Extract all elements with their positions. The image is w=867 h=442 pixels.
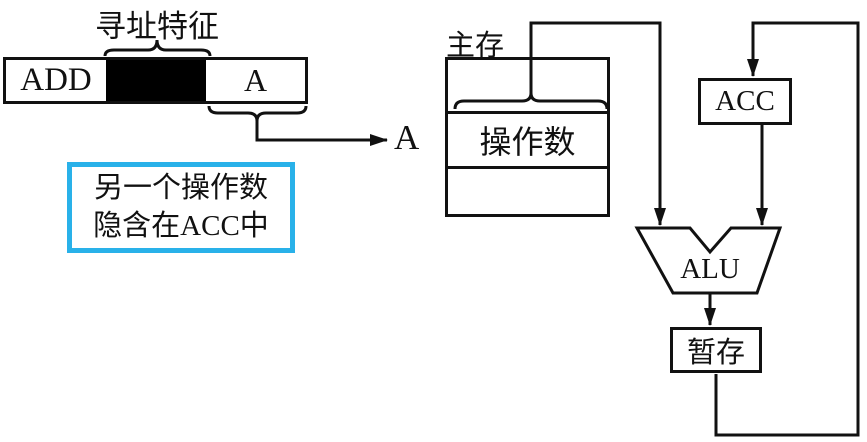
memory-to-alu-arrow (529, 21, 666, 226)
effective-address-label: A (394, 118, 420, 157)
note-line-1: 另一个操作数 (93, 172, 268, 204)
temp-to-acc-loop-arrow (714, 21, 860, 437)
address-field-brace (207, 105, 308, 122)
address-field: A (243, 62, 268, 98)
main-memory-box: 操作数 (445, 57, 610, 217)
memory-cell-operand: 操作数 (448, 114, 607, 169)
memory-operand-brace (453, 92, 609, 110)
addressing-feature-brace (103, 39, 212, 57)
main-memory-label: 主存 (446, 30, 505, 62)
addressing-mode-field (106, 60, 206, 101)
temp-register-box: 暂存 (670, 327, 762, 373)
alu-shape (634, 226, 783, 295)
instruction-word-box: ADD A (3, 57, 308, 104)
addressing-feature-label: 寻址特征 (95, 9, 219, 44)
acc-register-box: ACC (698, 78, 792, 125)
note-line-2: 隐含在ACC中 (93, 210, 269, 242)
opcode-field: ADD (20, 62, 92, 98)
alu-label: ALU (680, 253, 740, 285)
memory-cell-top (448, 60, 607, 114)
address-to-ea-arrow (255, 121, 388, 146)
implied-operand-note: 另一个操作数 隐含在ACC中 (67, 162, 295, 253)
